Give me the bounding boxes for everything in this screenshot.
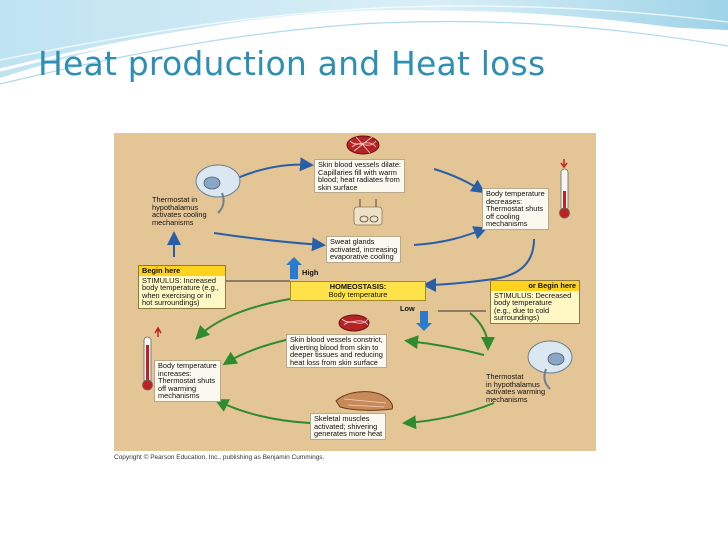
sweat-gland-illustration xyxy=(354,199,382,225)
dilated-vessels-illustration xyxy=(347,136,379,154)
thermostat-cooling-text: Thermostat in hypothalamus activates coo… xyxy=(152,196,207,226)
stimulus-low-box: or Begin here STIMULUS: Decreased body t… xyxy=(490,280,580,324)
cooling-arrow-sweat-to-bodytemp xyxy=(414,229,484,245)
text-line: surroundings) xyxy=(494,314,576,322)
warming-arrow-vessels-to-bodytemp xyxy=(226,339,290,363)
low-label: Low xyxy=(400,305,415,313)
slide-title: Heat production and Heat loss xyxy=(38,44,545,83)
text-line: mechanisms xyxy=(158,392,217,400)
text-line: generates more heat xyxy=(314,430,382,438)
begin-here-label: Begin here xyxy=(139,266,225,276)
text-line: mechanisms xyxy=(486,396,545,404)
low-arrow xyxy=(416,311,432,331)
body-temp-increases-box: Body temperature increases: Thermostat s… xyxy=(154,360,221,402)
cooling-arrow-vessels-to-bodytemp xyxy=(434,169,482,191)
warming-arrow-stimulus-to-thermostat xyxy=(470,313,488,347)
warming-arrow-skeletal-to-bodytemp xyxy=(218,401,310,423)
body-temp-decreases-box: Body temperature decreases: Thermostat s… xyxy=(482,188,549,230)
sweat-glands-box: Sweat glands activated, increasing evapo… xyxy=(326,236,401,263)
text-line: heat loss from skin surface xyxy=(290,359,383,367)
high-arrow xyxy=(286,257,302,279)
text-line: mechanisms xyxy=(486,220,545,228)
thermometer-top-right xyxy=(560,159,570,218)
warming-arrow-thermostat-to-vessels xyxy=(408,341,484,355)
text-line: mechanisms xyxy=(152,219,207,227)
thermostat-warming-text: Thermostat in hypothalamus activates war… xyxy=(486,373,545,403)
cooling-arrow-return xyxy=(426,239,534,285)
skeletal-muscle-illustration xyxy=(336,392,393,411)
copyright-notice: Copyright © Pearson Education, Inc., pub… xyxy=(114,451,596,464)
homeostasis-figure: Thermostat in hypothalamus activates coo… xyxy=(114,133,596,451)
text-line: skin surface xyxy=(318,184,401,192)
warming-arrow-thermostat-to-skeletal xyxy=(406,403,494,423)
constricted-vessels-illustration xyxy=(339,315,369,331)
text-line: hot surroundings) xyxy=(142,299,222,307)
skin-vessels-constrict-box: Skin blood vessels constrict, diverting … xyxy=(286,334,387,368)
text-line: evaporative cooling xyxy=(330,253,397,261)
or-begin-here-label: or Begin here xyxy=(491,281,579,291)
skeletal-muscles-box: Skeletal muscles activated; shivering ge… xyxy=(310,413,386,440)
homeostasis-box: HOMEOSTASIS: Body temperature xyxy=(290,281,426,301)
skin-vessels-dilate-box: Skin blood vessels dilate: Capillaries f… xyxy=(314,159,405,193)
cooling-arrow-thermostat-to-sweat xyxy=(214,233,322,245)
homeostasis-subtitle: Body temperature xyxy=(291,291,425,299)
stimulus-high-box: Begin here STIMULUS: Increased body temp… xyxy=(138,265,226,309)
high-label: High xyxy=(302,269,318,277)
